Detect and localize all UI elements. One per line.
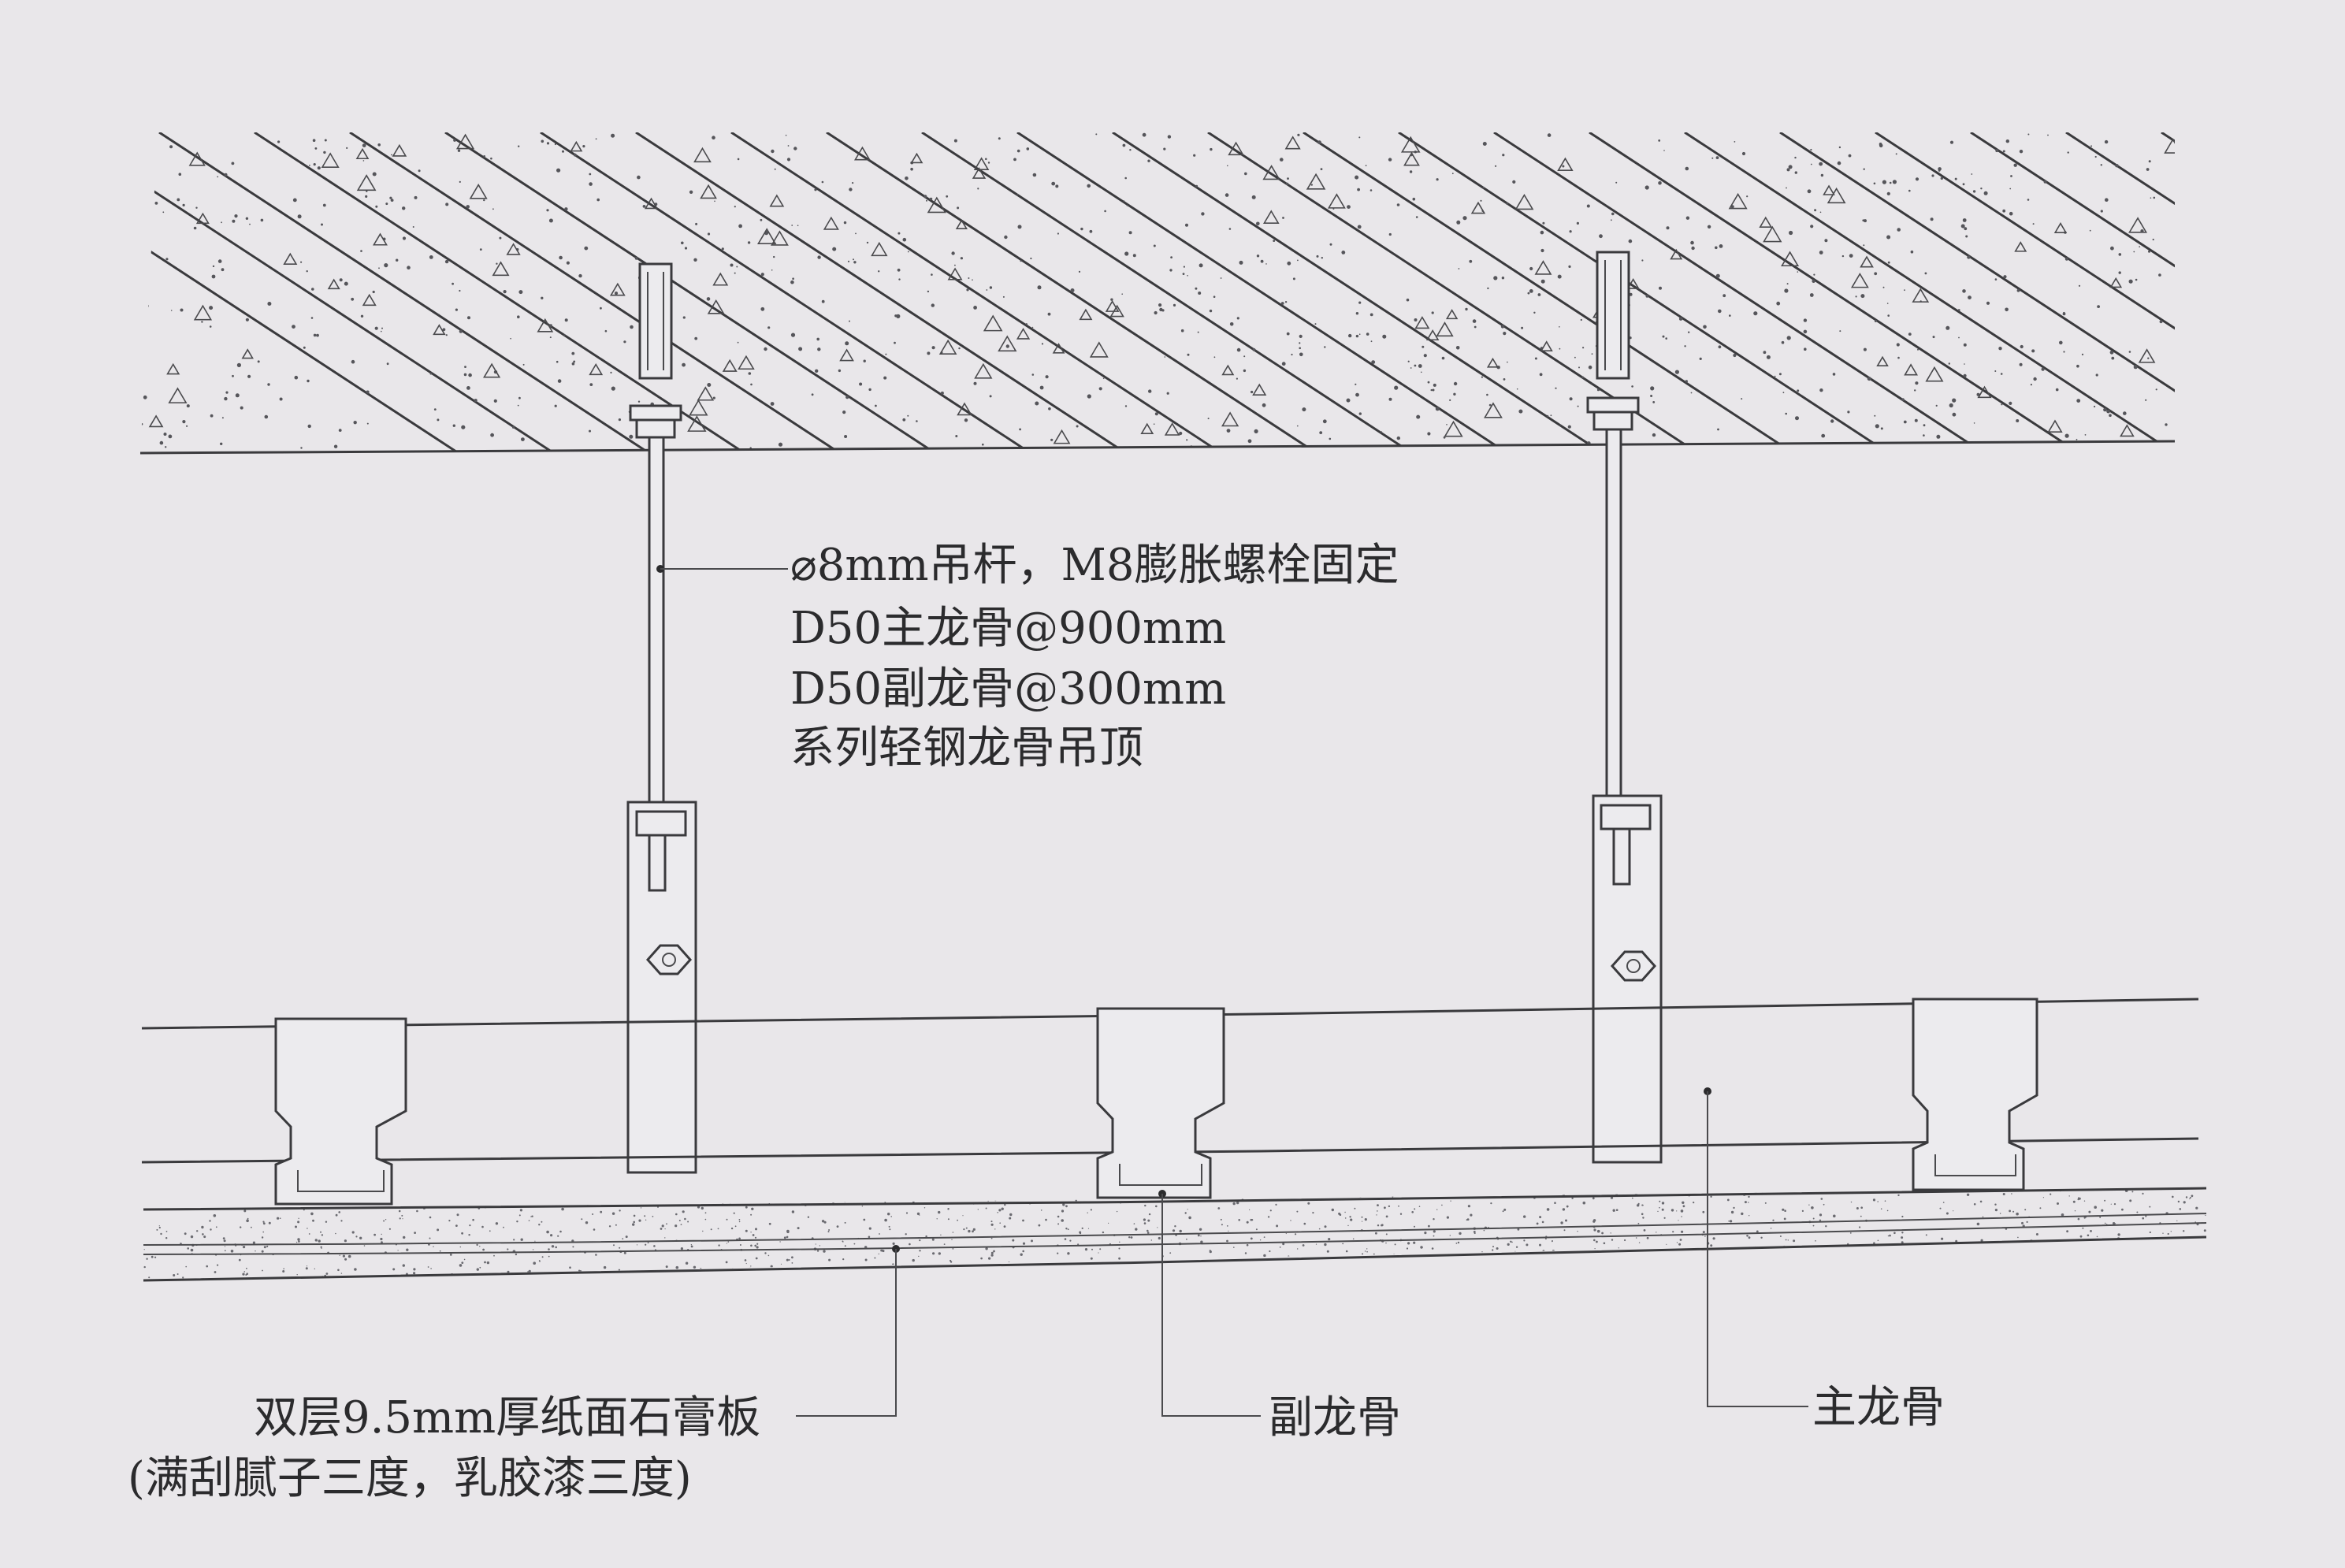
hanger-rod-left [648, 436, 665, 817]
hanger-assembly-right [1586, 251, 1663, 1164]
slab-underside-line [139, 440, 2176, 455]
secondary-keel-1 [274, 1017, 407, 1206]
slab-hatching [140, 132, 2175, 453]
concrete-slab [139, 132, 2176, 455]
slab-aggregate [140, 132, 2175, 451]
gypsum-boards [143, 1187, 2207, 1282]
ceiling-system-label: 系列轻钢龙骨吊顶 [790, 723, 1143, 774]
expansion-bolt-right [1596, 251, 1630, 380]
gypsum-board-label: 双层9.5mm厚纸面石膏板 [254, 1392, 760, 1444]
leader-lines [656, 565, 1808, 1417]
bolt-nut-right [1586, 396, 1640, 414]
gypsum-finish-label: (满刮腻子三度，乳胶漆三度) [128, 1453, 692, 1504]
bolt-nut-left [629, 404, 682, 422]
expansion-bolt-left [638, 262, 673, 380]
main-keel-spacing-label: D50主龙骨@900mm [790, 603, 1226, 654]
clip-nut-left [645, 944, 693, 975]
main-keel-label: 主龙骨 [1812, 1382, 1945, 1433]
clip-nut-right [1610, 950, 1657, 982]
hanger-rod-right [1605, 428, 1622, 809]
secondary-keel-2 [1096, 1007, 1225, 1199]
secondary-keel-label: 副龙骨 [1269, 1392, 1401, 1444]
secondary-keel-3 [1912, 998, 2038, 1191]
rod-spec-label: ⌀8mm吊杆，M8膨胀螺栓固定 [790, 540, 1399, 591]
secondary-keel-spacing-label: D50副龙骨@300mm [790, 663, 1226, 715]
hanger-assembly-left [626, 262, 697, 1174]
